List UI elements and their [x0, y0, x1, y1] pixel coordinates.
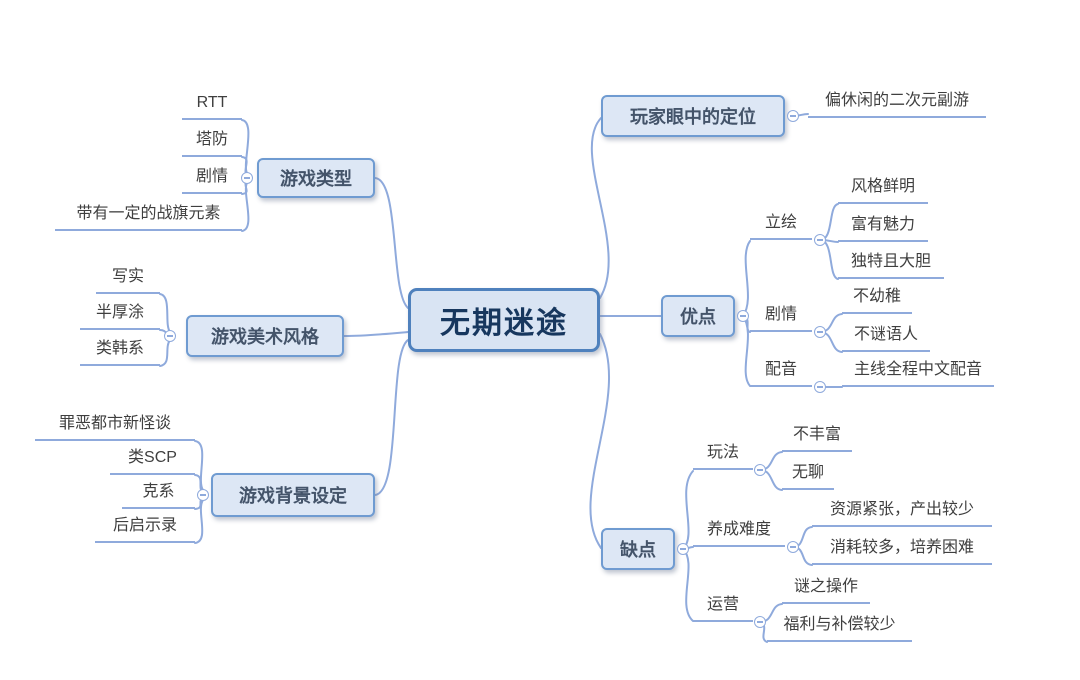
node-distinct-style[interactable]: 风格鲜明 — [838, 177, 928, 204]
node-korean-style[interactable]: 类韩系 — [80, 339, 160, 366]
node-odd-operations[interactable]: 谜之操作 — [782, 577, 870, 604]
node-no-riddles[interactable]: 不谜语人 — [842, 325, 930, 352]
connector-line — [159, 339, 171, 367]
connector-line — [374, 177, 409, 309]
node-boring[interactable]: 无聊 — [782, 463, 834, 490]
node-cons-operation[interactable]: 运营 — [693, 595, 753, 622]
collapse-icon-background-setting[interactable] — [197, 489, 209, 501]
collapse-icon-pros-story[interactable] — [814, 326, 826, 338]
connector-line — [194, 440, 204, 491]
node-chinese-voice[interactable]: 主线全程中文配音 — [842, 360, 994, 387]
node-charming[interactable]: 富有魅力 — [838, 215, 928, 242]
node-unique-bold[interactable]: 独特且大胆 — [838, 252, 944, 279]
node-art-style[interactable]: 游戏美术风格 — [186, 315, 344, 357]
node-post-apocalyptic[interactable]: 后启示录 — [95, 516, 195, 543]
node-pros[interactable]: 优点 — [661, 295, 735, 337]
node-war-chess[interactable]: 带有一定的战旗元素 — [55, 204, 242, 231]
connector-line — [742, 315, 751, 387]
node-few-benefits[interactable]: 福利与补偿较少 — [767, 615, 912, 642]
collapse-icon-cons-gameplay[interactable] — [754, 464, 766, 476]
connector-line — [682, 470, 694, 550]
connector-line — [742, 240, 751, 317]
node-pros-voice[interactable]: 配音 — [750, 360, 812, 387]
connector-line — [159, 293, 171, 333]
node-game-type[interactable]: 游戏类型 — [257, 158, 375, 198]
collapse-icon-player-position[interactable] — [787, 110, 799, 122]
node-not-rich[interactable]: 不丰富 — [782, 425, 852, 452]
node-cons-difficulty[interactable]: 养成难度 — [693, 520, 785, 547]
node-realistic[interactable]: 写实 — [96, 267, 160, 294]
collapse-icon-game-type[interactable] — [241, 172, 253, 184]
node-pros-story[interactable]: 剧情 — [750, 305, 812, 332]
node-rtt[interactable]: RTT — [182, 93, 242, 120]
collapse-icon-art-style[interactable] — [164, 330, 176, 342]
collapse-icon-pros-voice[interactable] — [814, 381, 826, 393]
collapse-icon-cons-difficulty[interactable] — [787, 541, 799, 553]
node-cons[interactable]: 缺点 — [601, 528, 675, 570]
node-casual-side-game[interactable]: 偏休闲的二次元副游 — [808, 91, 986, 118]
node-player-position[interactable]: 玩家眼中的定位 — [601, 95, 785, 137]
connector-line — [589, 333, 610, 549]
collapse-icon-cons[interactable] — [677, 543, 689, 555]
connector-line — [241, 182, 250, 232]
connector-line — [590, 117, 610, 299]
node-tower-defense[interactable]: 塔防 — [182, 130, 242, 157]
node-not-childish[interactable]: 不幼稚 — [842, 287, 912, 314]
connector-line — [819, 239, 839, 280]
node-consume-much[interactable]: 消耗较多，培养困难 — [812, 538, 992, 565]
node-sin-city-tales[interactable]: 罪恶都市新怪谈 — [35, 414, 195, 441]
collapse-icon-pros-art[interactable] — [814, 234, 826, 246]
connector-line — [343, 331, 409, 337]
node-scp-like[interactable]: 类SCP — [110, 448, 195, 475]
node-story-type[interactable]: 剧情 — [182, 167, 242, 194]
connector-line — [682, 548, 694, 622]
node-pros-art[interactable]: 立绘 — [750, 213, 812, 240]
connector-line — [194, 499, 204, 544]
node-center[interactable]: 无期迷途 — [408, 288, 600, 352]
node-resource-tight[interactable]: 资源紧张，产出较少 — [812, 500, 992, 527]
node-semi-thick-paint[interactable]: 半厚涂 — [80, 303, 160, 330]
collapse-icon-pros[interactable] — [737, 310, 749, 322]
node-cons-gameplay[interactable]: 玩法 — [693, 443, 753, 470]
node-background-setting[interactable]: 游戏背景设定 — [211, 473, 375, 517]
node-cthulhu-like[interactable]: 克系 — [122, 482, 195, 509]
connector-line — [374, 339, 409, 496]
collapse-icon-cons-operation[interactable] — [754, 616, 766, 628]
connector-line — [241, 119, 250, 174]
